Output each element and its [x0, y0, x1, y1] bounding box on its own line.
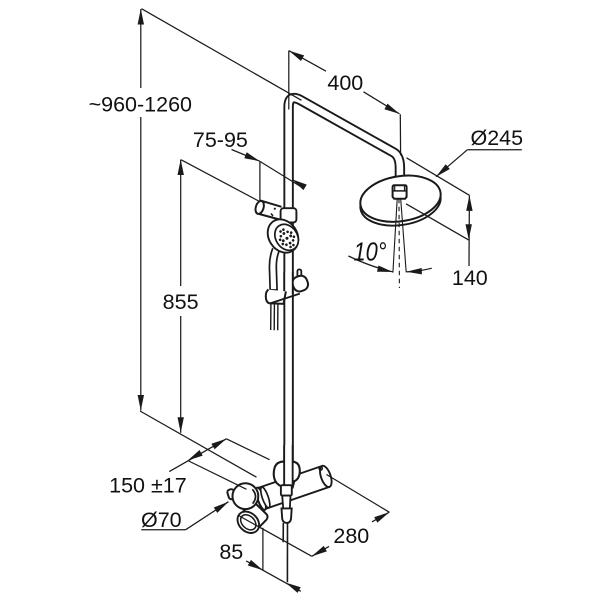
svg-text:140: 140	[452, 266, 488, 290]
svg-text:Ø245: Ø245	[470, 126, 523, 150]
svg-text:150 ±17: 150 ±17	[109, 473, 187, 497]
svg-text:400: 400	[327, 71, 363, 95]
svg-text:~960-1260: ~960-1260	[89, 93, 192, 117]
svg-text:280: 280	[333, 524, 369, 548]
svg-text:85: 85	[219, 540, 243, 564]
svg-text:855: 855	[163, 290, 199, 314]
svg-text:Ø70: Ø70	[141, 508, 182, 532]
svg-text:75-95: 75-95	[193, 128, 248, 152]
svg-text:10°: 10°	[354, 239, 387, 267]
